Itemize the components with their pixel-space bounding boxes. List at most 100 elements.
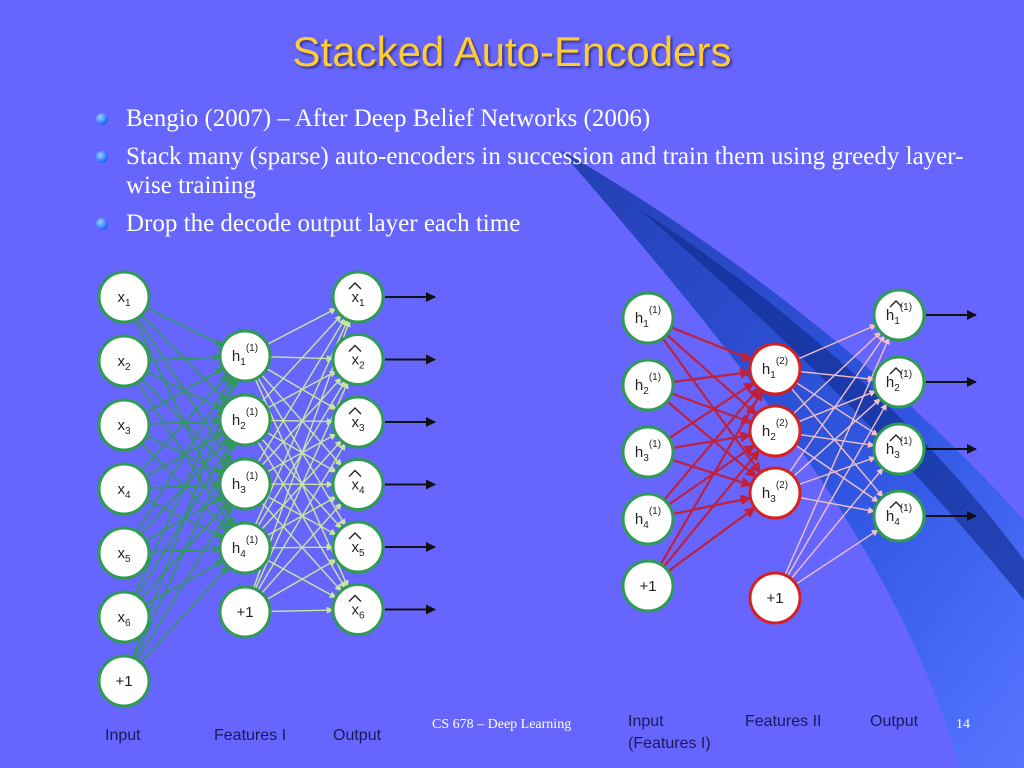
svg-text:+1: +1 bbox=[115, 673, 132, 690]
decoder-edge bbox=[266, 307, 337, 346]
encoder-edge bbox=[146, 307, 224, 346]
decoder-edge bbox=[799, 496, 876, 514]
bullet-list: Bengio (2007) – After Deep Belief Networ… bbox=[96, 104, 976, 247]
output-node: h2(1) bbox=[872, 355, 926, 409]
hidden-node: h3(2) bbox=[748, 466, 802, 520]
right-caption-input: Input (Features I) bbox=[628, 711, 711, 755]
encoder-edge bbox=[133, 441, 236, 659]
input-node: +1 bbox=[97, 654, 151, 708]
encoder-edge bbox=[668, 381, 755, 440]
encoder-edge bbox=[666, 400, 757, 478]
input-node: x4 bbox=[97, 462, 151, 516]
hidden-node: +1 bbox=[748, 571, 802, 625]
output-node: x2 bbox=[331, 333, 385, 386]
input-node: x1 bbox=[97, 270, 151, 324]
encoder-edge bbox=[672, 494, 752, 516]
decoder-edge bbox=[784, 337, 890, 576]
encoder-edge bbox=[145, 367, 224, 414]
hidden-node: h1(1) bbox=[218, 329, 272, 383]
decoder-edge bbox=[795, 381, 879, 437]
bullet-text: Stack many (sparse) auto-encoders in suc… bbox=[126, 143, 964, 199]
svg-text:x6: x6 bbox=[351, 602, 365, 622]
svg-text:x6: x6 bbox=[117, 609, 131, 629]
svg-text:x4: x4 bbox=[117, 481, 131, 501]
decoder-edge bbox=[261, 502, 342, 592]
decoder-edge bbox=[261, 502, 342, 594]
decoder-edge bbox=[257, 317, 346, 463]
svg-text:h1(2): h1(2) bbox=[762, 356, 788, 381]
right-caption-input-line2: (Features I) bbox=[628, 735, 711, 752]
output-node: h4(1) bbox=[872, 489, 926, 543]
decoder-edge bbox=[261, 438, 342, 529]
svg-text:x2: x2 bbox=[351, 352, 365, 372]
input-node: x6 bbox=[97, 590, 151, 644]
input-node: h2(1) bbox=[621, 358, 675, 412]
decoder-edge bbox=[788, 334, 886, 473]
bullet-text: Bengio (2007) – After Deep Belief Networ… bbox=[126, 105, 651, 132]
input-node: x3 bbox=[97, 398, 151, 452]
input-node: x5 bbox=[97, 526, 151, 580]
svg-text:x4: x4 bbox=[351, 477, 365, 497]
decoder-edge bbox=[790, 387, 884, 498]
left-caption-output: Output bbox=[333, 727, 382, 744]
input-node: h1(1) bbox=[621, 291, 675, 345]
decoder-edge bbox=[793, 398, 881, 477]
hidden-node: h4(1) bbox=[218, 521, 272, 575]
bullet-icon bbox=[96, 218, 108, 230]
encoder-edge bbox=[140, 373, 229, 472]
encoder-edge bbox=[663, 387, 760, 501]
footer-course: CS 678 – Deep Learning bbox=[432, 717, 572, 732]
left-caption-features: Features I bbox=[214, 727, 287, 744]
encoder-edge bbox=[662, 449, 761, 568]
right-caption-features: Features II bbox=[745, 713, 822, 730]
encoder-edge bbox=[665, 333, 758, 416]
decoder-edge bbox=[266, 558, 337, 601]
output-node: x3 bbox=[331, 395, 385, 449]
decoder-edge bbox=[790, 467, 884, 580]
encoder-edge bbox=[667, 444, 756, 506]
encoder-edge bbox=[133, 377, 236, 595]
decoder-edge bbox=[786, 403, 888, 577]
decoder-edge bbox=[797, 324, 877, 360]
decoder-edge bbox=[792, 331, 882, 415]
encoder-edge bbox=[136, 504, 233, 661]
output-node: x4 bbox=[331, 458, 385, 511]
input-node: +1 bbox=[621, 559, 675, 613]
hidden-node: h2(2) bbox=[748, 404, 802, 458]
decoder-edge bbox=[269, 606, 334, 614]
svg-text:x2: x2 bbox=[117, 353, 131, 373]
svg-text:h2(1): h2(1) bbox=[635, 372, 661, 397]
decoder-edge bbox=[260, 374, 343, 467]
input-node: h3(1) bbox=[621, 425, 675, 479]
encoder-edge bbox=[670, 326, 753, 362]
bullet-item: Drop the decode output layer each time bbox=[96, 209, 976, 238]
left-caption-input: Input bbox=[105, 727, 141, 744]
encoder-edge bbox=[672, 431, 752, 450]
encoder-edge bbox=[136, 376, 233, 533]
input-node: x2 bbox=[97, 334, 151, 388]
svg-text:h4(1): h4(1) bbox=[635, 506, 661, 531]
svg-text:x1: x1 bbox=[117, 289, 131, 309]
encoder-edge bbox=[667, 506, 756, 573]
svg-text:h2(1): h2(1) bbox=[232, 407, 258, 432]
svg-text:h2(2): h2(2) bbox=[762, 418, 788, 443]
slide-title: Stacked Auto-Encoders bbox=[292, 28, 732, 75]
output-node: h1(1) bbox=[872, 288, 926, 342]
decoder-edge bbox=[261, 314, 342, 403]
encoder-edge bbox=[671, 458, 753, 488]
output-node: x5 bbox=[331, 520, 385, 574]
decoder-edge bbox=[799, 370, 875, 383]
bullet-icon bbox=[96, 151, 108, 163]
encoder-edge bbox=[671, 392, 753, 425]
hidden-node: +1 bbox=[218, 585, 272, 639]
svg-text:h4(1): h4(1) bbox=[232, 535, 258, 560]
decoder-edge bbox=[257, 442, 346, 591]
svg-text:+1: +1 bbox=[766, 590, 783, 607]
footer-page-number: 14 bbox=[956, 717, 970, 732]
hidden-node: h1(2) bbox=[748, 342, 802, 396]
svg-text:h4(1): h4(1) bbox=[886, 503, 912, 528]
bullet-item: Stack many (sparse) auto-encoders in suc… bbox=[96, 142, 976, 200]
hidden-node: h2(1) bbox=[218, 393, 272, 447]
